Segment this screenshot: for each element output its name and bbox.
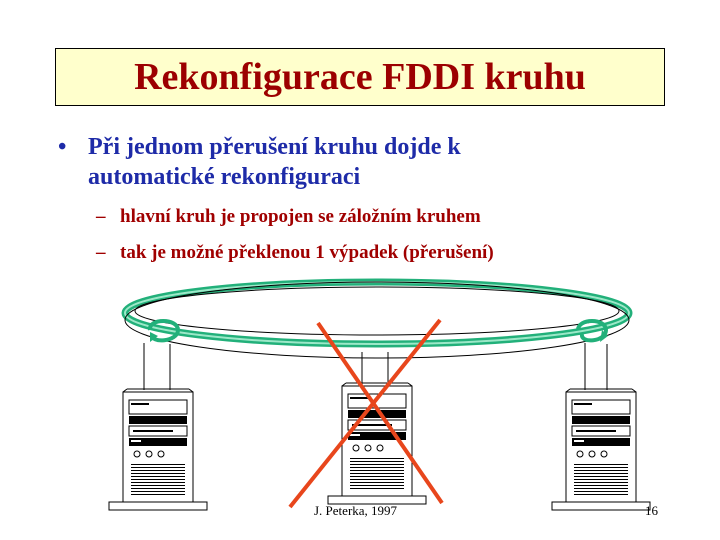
connector-center [361, 352, 389, 385]
sub-bullet-1-marker: – [96, 206, 106, 227]
footer-author: J. Peterka, 1997 [314, 503, 398, 518]
bullet-marker: • [58, 134, 67, 160]
left-computer [108, 388, 208, 511]
lower-ring-edge [124, 281, 630, 359]
footer-page-number: 16 [645, 503, 658, 518]
sub-bullet-2-marker: – [96, 242, 106, 263]
right-computer [551, 388, 651, 511]
sub-bullet-1-text: hlavní kruh je propojen se záložním kruh… [120, 206, 481, 227]
failure-cross [288, 318, 444, 509]
secondary-ring [134, 286, 620, 336]
bullet-line-2: automatické rekonfiguraci [88, 164, 361, 190]
main-bullet: • Při jednom přerušení kruhu dojde k aut… [58, 132, 658, 192]
sub-bullet-2-text: tak je možné překlenou 1 výpadek (přeruš… [120, 242, 494, 263]
bullet-line-1: Při jednom přerušení kruhu dojde k [88, 134, 461, 160]
right-wrap-arrow [576, 319, 609, 343]
left-wrap-arrow [148, 319, 181, 343]
connector-right [584, 343, 608, 390]
title-box: Rekonfigurace FDDI kruhu [55, 48, 665, 106]
page-title: Rekonfigurace FDDI kruhu [134, 56, 586, 98]
connector-left [143, 343, 171, 390]
